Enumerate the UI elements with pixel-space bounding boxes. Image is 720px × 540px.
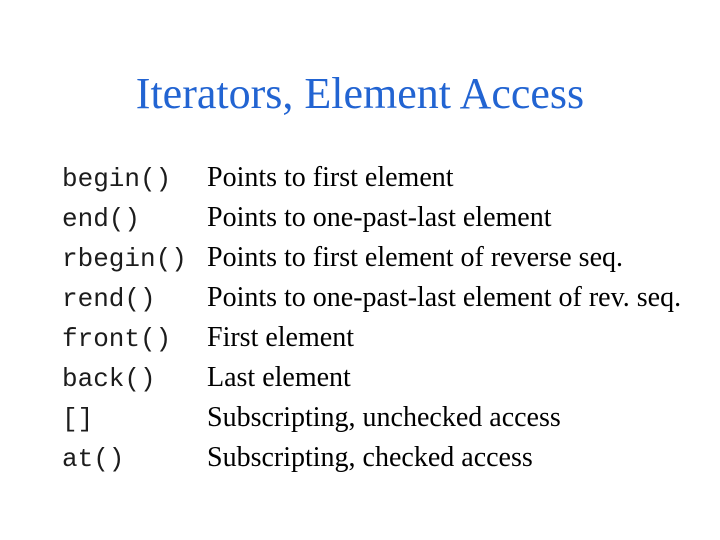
table-row: rbegin() Points to first element of rever… [62, 238, 700, 278]
method-name: front() [62, 324, 172, 354]
method-description: Points to first element [207, 162, 454, 193]
method-description: Points to one-past-last element of rev. … [207, 282, 682, 313]
table-row: front() First element [62, 318, 700, 358]
method-table: begin() Points to first element end() Point… [62, 158, 700, 478]
method-name: end() [62, 204, 141, 234]
table-row: at() Subscripting, checked access [62, 438, 700, 478]
table-row: end() Points to one-past-last element [62, 198, 700, 238]
method-description: Subscripting, checked access [207, 442, 533, 473]
method-description: Last element [207, 362, 351, 393]
method-description: First element [207, 322, 354, 353]
method-name: rend() [62, 284, 156, 314]
method-name: back() [62, 364, 156, 394]
table-row: rend() Points to one-past-last element of… [62, 278, 700, 318]
method-description: Points to one-past-last element [207, 202, 552, 233]
table-row: [] Subscripting, unchecked access [62, 398, 700, 438]
method-description: Subscripting, unchecked access [207, 402, 561, 433]
method-name: begin() [62, 164, 172, 194]
slide-title: Iterators, Element Access [135, 69, 585, 118]
method-name: at() [62, 444, 125, 474]
method-description: Points to first element of reverse seq. [207, 242, 624, 273]
table-row: begin() Points to first element [62, 158, 700, 198]
table-row: back() Last element [62, 358, 700, 398]
method-name: [] [62, 404, 94, 434]
method-name: rbegin() [62, 244, 187, 274]
